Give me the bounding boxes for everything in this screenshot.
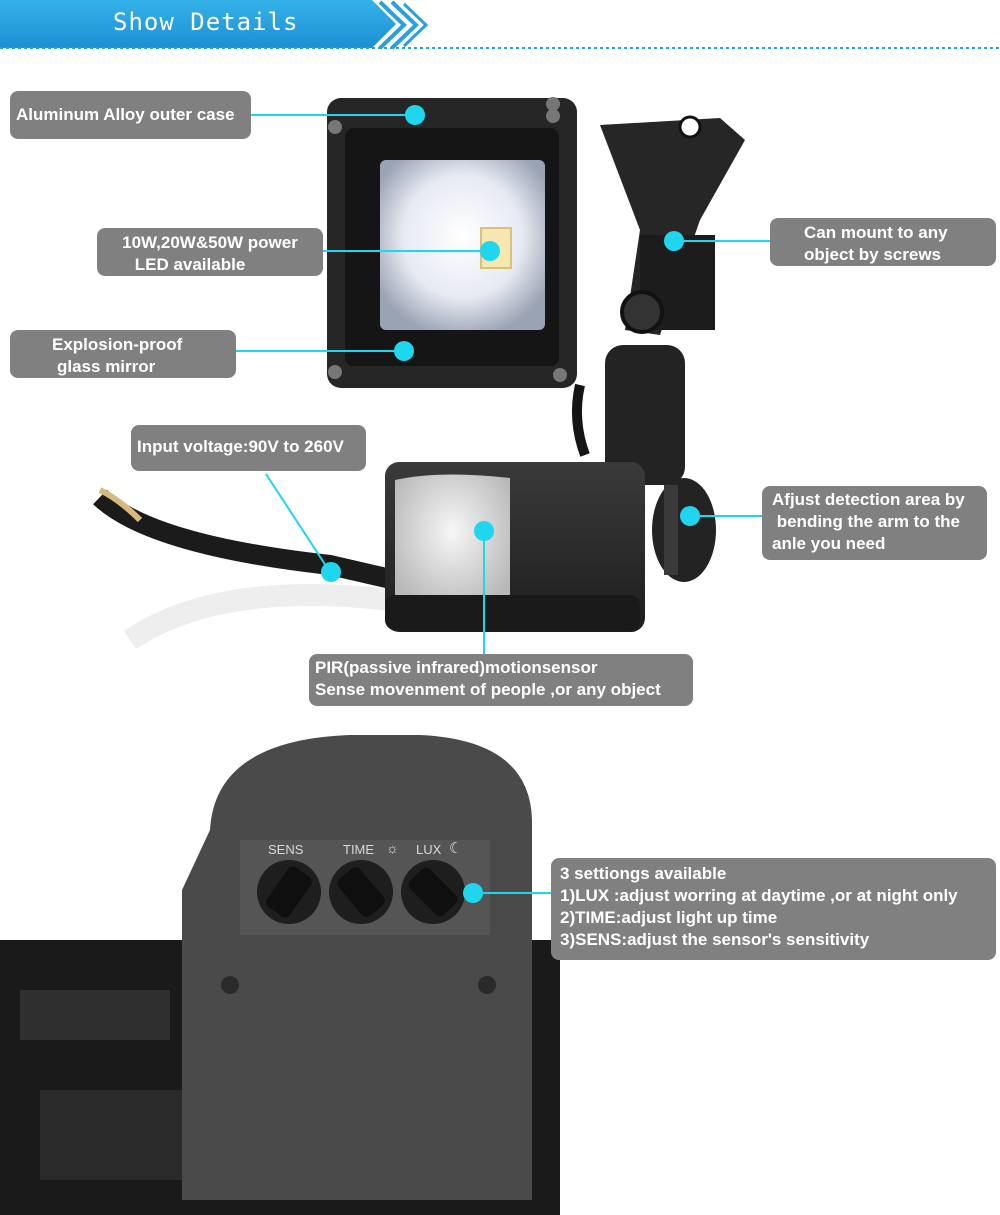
callout-dot-settings [463, 883, 483, 903]
callout-dot-pir [474, 521, 494, 541]
screw-icon [328, 120, 342, 134]
callout-pir-line2: Sense movenment of people ,or any object [315, 680, 661, 699]
floodlight [327, 97, 745, 485]
sun-icon: ☼ [386, 840, 399, 856]
callout-connectors [236, 114, 770, 894]
callout-power-line2: LED available [134, 255, 246, 274]
knob-sens [257, 860, 321, 924]
power-cable [93, 489, 398, 590]
callout-adjust: Afjust detection area by bending the arm… [762, 486, 987, 560]
pir-lens [395, 474, 510, 617]
callout-adjust-line2: bending the arm to the [772, 512, 960, 531]
adjust-knob [652, 478, 716, 582]
callout-settings-line1: 3 settiongs available [560, 864, 727, 883]
callout-glass-line1: Explosion-proof [52, 335, 183, 354]
callout-settings: 3 settiongs available 1)LUX :adjust worr… [551, 858, 996, 960]
callout-voltage-text: Input voltage:90V to 260V [137, 437, 344, 456]
callout-dot-led [480, 241, 500, 261]
knob-label-time: TIME [343, 842, 375, 857]
callout-power-line1: 10W,20W&50W power [122, 233, 298, 252]
callout-dot-cable [321, 562, 341, 582]
callout-settings-line4: 3)SENS:adjust the sensor's sensitivity [560, 930, 870, 949]
callout-dot-mount [664, 231, 684, 251]
callout-dot-glass [394, 341, 414, 361]
page-title: Show Details [113, 8, 299, 36]
callout-dot-case [405, 105, 425, 125]
callout-voltage: Input voltage:90V to 260V [131, 425, 366, 471]
moon-icon: ☾ [449, 840, 463, 857]
callout-adjust-line1: Afjust detection area by [772, 490, 965, 509]
knob-time [329, 860, 393, 924]
header-banner: Show Details [0, 0, 1000, 50]
callout-glass-line2: glass mirror [57, 357, 156, 376]
callout-case: Aluminum Alloy outer case [10, 91, 251, 139]
callout-adjust-line3: anle you need [772, 534, 886, 553]
callout-dot-arm [680, 506, 700, 526]
callout-settings-line2: 1)LUX :adjust worring at daytime ,or at … [560, 886, 958, 905]
header-shape [0, 0, 1000, 50]
glass-mirror [380, 160, 545, 330]
callout-power: 10W,20W&50W power LED available [97, 228, 323, 276]
knob-lux [401, 860, 465, 924]
callout-case-text: Aluminum Alloy outer case [16, 105, 235, 124]
callout-glass: Explosion-proof glass mirror [10, 330, 236, 378]
callout-mount-line1: Can mount to any [804, 223, 948, 242]
knob-label-sens: SENS [268, 842, 304, 857]
knob-label-lux: LUX [416, 842, 442, 857]
sensor-closeup [0, 735, 560, 1215]
callout-mount-line2: object by screws [804, 245, 942, 264]
callout-mount: Can mount to any object by screws [770, 218, 996, 266]
pir-sensor [93, 462, 716, 650]
callout-settings-line3: 2)TIME:adjust light up time [560, 908, 778, 927]
callout-pir: PIR(passive infrared)motionsensor Sense … [309, 654, 693, 706]
callout-pir-line1: PIR(passive infrared)motionsensor [315, 658, 598, 677]
